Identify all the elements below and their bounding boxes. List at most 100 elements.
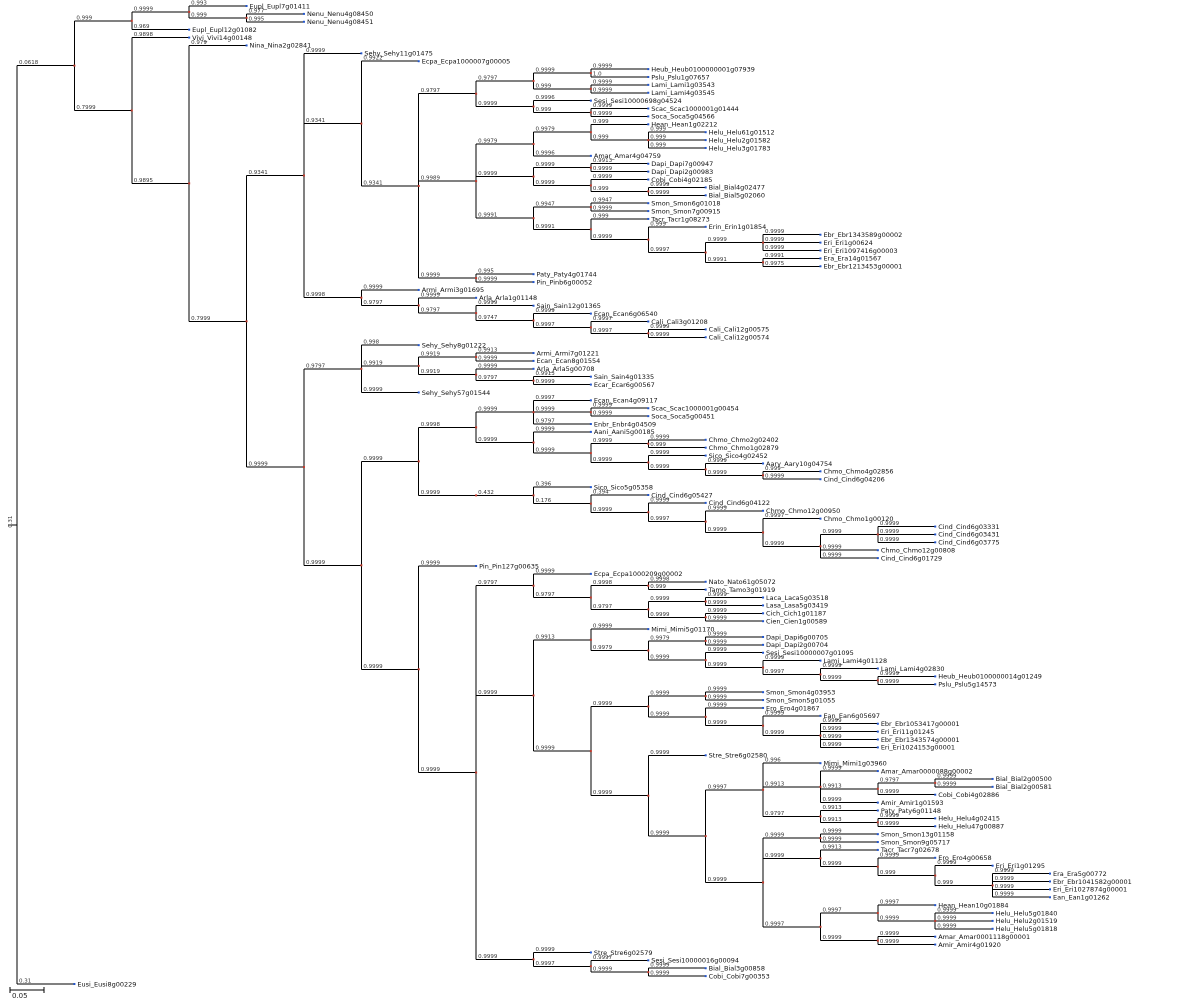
leaf-label: Ean_Ean6g05697 xyxy=(823,712,880,720)
support-value: 0.9999 xyxy=(822,935,842,941)
support-value: 0.9999 xyxy=(593,967,613,973)
support-value: 0.9797 xyxy=(421,88,441,94)
support-value: 0.9913 xyxy=(822,844,842,850)
leaf-label: Chmo_Chmo1g00120 xyxy=(823,515,893,523)
scale-bar: 0.05 xyxy=(9,987,45,1000)
support-value: 0.9996 xyxy=(536,150,556,156)
leaf-label: Sehy_Sehy57g01544 xyxy=(422,389,491,397)
leaf-label: Mimi_Mimi5g01170 xyxy=(651,625,714,633)
node-marker xyxy=(130,109,133,112)
tip-marker xyxy=(991,777,994,780)
support-value: 0.9999 xyxy=(536,426,556,432)
support-value: 0.9997 xyxy=(536,395,556,401)
leaf-label: Pin_Pinb6g00052 xyxy=(537,278,593,286)
support-value: 0.9999 xyxy=(650,831,670,837)
leaf-label: Eusi_Eusi8g00229 xyxy=(77,980,136,988)
tip-marker xyxy=(647,210,650,213)
support-value: 0.9999 xyxy=(421,490,441,496)
tip-marker xyxy=(876,667,879,670)
leaf-label: Hean_Hean1g02212 xyxy=(651,121,717,129)
node-marker xyxy=(475,771,478,774)
support-value: 0.999 xyxy=(593,119,609,125)
tip-marker xyxy=(589,423,592,426)
node-marker xyxy=(762,241,765,244)
support-value: 0.9999 xyxy=(650,691,670,697)
support-value: 0.9996 xyxy=(536,95,556,101)
support-value: 0.9997 xyxy=(765,513,785,519)
tip-marker xyxy=(532,273,535,276)
support-value: 0.999 xyxy=(593,213,609,219)
support-value: 0.9797 xyxy=(478,580,498,586)
tip-marker xyxy=(704,438,707,441)
support-value: 0.9999 xyxy=(937,860,957,866)
support-value: 0.999 xyxy=(765,466,781,472)
tip-marker xyxy=(245,5,248,7)
support-value: 0.9999 xyxy=(765,853,785,859)
leaf-label: Ean_Ean1g01262 xyxy=(1053,894,1110,902)
leaf-label: Heub_Heub0100000014g01249 xyxy=(938,673,1042,681)
support-value: 0.977 xyxy=(249,8,265,14)
leaf-label: Cobi_Cobi7g00353 xyxy=(709,972,770,980)
support-value: 0.9999 xyxy=(650,332,670,338)
node-marker xyxy=(819,837,822,840)
support-value: 0.9999 xyxy=(650,971,670,977)
support-value: 0.9999 xyxy=(478,407,498,413)
leaf-label: Hean_Hean10g01884 xyxy=(938,901,1008,909)
leaf-label: Tamo_Tamo3g01919 xyxy=(708,586,776,594)
support-value: 0.176 xyxy=(536,498,552,504)
tip-marker xyxy=(417,60,420,63)
leaf-label: Cien_Cien1g00589 xyxy=(766,617,827,625)
support-value: 0.9999 xyxy=(478,277,498,283)
support-value: 0.9999 xyxy=(880,939,900,945)
leaf-label: Bial_Bial4g02477 xyxy=(709,184,765,192)
tip-marker xyxy=(589,430,592,433)
support-value: 0.9999 xyxy=(593,411,613,417)
tip-marker xyxy=(934,825,937,828)
leaf-label: Sico_Sico5g05358 xyxy=(594,483,653,491)
support-value: 0.9999 xyxy=(593,79,613,85)
node-marker xyxy=(762,474,765,477)
support-value: 0.9998 xyxy=(306,292,326,298)
support-value: 0.9997 xyxy=(765,921,785,927)
support-value: 0.9997 xyxy=(765,669,785,675)
support-value: 0.9999 xyxy=(880,931,900,937)
support-value: 0.995 xyxy=(478,269,494,275)
tip-marker xyxy=(704,225,707,228)
leaf-label: Sesi_Sesi10000007g01095 xyxy=(766,649,854,657)
support-value: 0.999 xyxy=(650,584,666,590)
support-value: 0.0618 xyxy=(19,60,39,66)
leaf-label: Eri_Eri1027874g00001 xyxy=(1053,886,1127,894)
support-value: 0.999 xyxy=(650,135,666,141)
support-value: 0.9999 xyxy=(822,529,842,535)
leaf-label: Helu_Helu2g01582 xyxy=(709,136,771,144)
tip-marker xyxy=(762,612,765,615)
support-value: 0.9999 xyxy=(708,720,728,726)
support-value: 0.9999 xyxy=(650,450,670,456)
leaf-label: Tacr_Tacr1g08273 xyxy=(650,215,709,223)
support-value: 0.9999 xyxy=(536,162,556,168)
node-marker xyxy=(589,166,592,169)
tip-marker xyxy=(647,75,650,78)
tip-marker xyxy=(532,352,535,355)
tip-marker xyxy=(876,770,879,773)
support-value: 0.9797 xyxy=(306,363,326,369)
support-value: 0.999 xyxy=(536,107,552,113)
support-value: 0.9999 xyxy=(536,308,556,314)
node-marker xyxy=(360,122,363,125)
tip-marker xyxy=(934,793,937,796)
leaf-label: Heub_Heub0100000001g07939 xyxy=(651,65,755,73)
node-marker xyxy=(819,925,822,928)
leaf-label: Era_Era5g00772 xyxy=(1053,870,1107,878)
support-value: 0.9999 xyxy=(937,773,957,779)
support-value: 0.9997 xyxy=(880,900,900,906)
tip-marker xyxy=(417,288,420,291)
leaf-label: Lami_Lami4g01128 xyxy=(823,657,887,665)
support-value: 0.9797 xyxy=(536,592,556,598)
support-value: 0.999 xyxy=(191,12,207,18)
node-marker xyxy=(589,502,592,505)
support-value: 0.9991 xyxy=(708,257,727,263)
support-value: 0.9999 xyxy=(708,639,728,645)
support-value: 0.9999 xyxy=(593,103,613,109)
node-marker xyxy=(188,10,191,13)
